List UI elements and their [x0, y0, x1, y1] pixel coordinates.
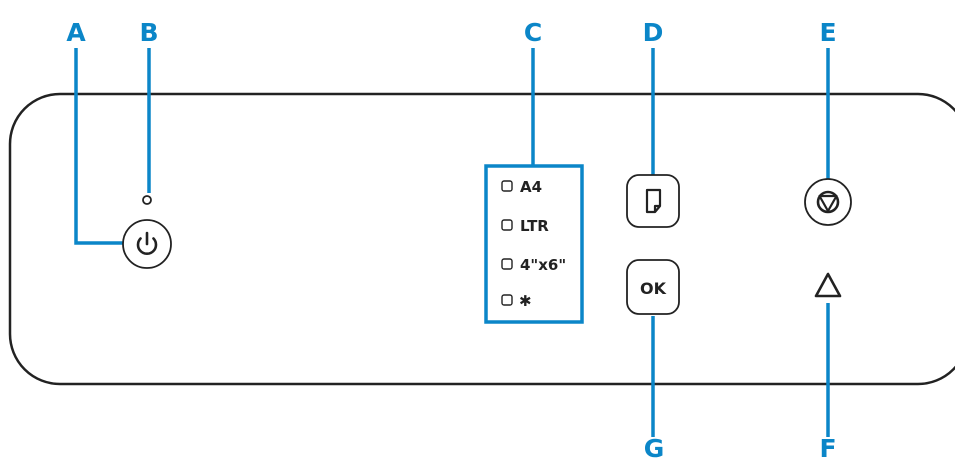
callout-d: D [642, 18, 664, 47]
paper-size-lamp-custom: ✱ [501, 292, 532, 310]
callout-lines [74, 48, 830, 437]
stop-icon [816, 190, 840, 214]
paper-size-lamp-a4: A4 [501, 178, 542, 196]
paper-select-button[interactable] [626, 174, 680, 228]
warning-triangle-icon [814, 272, 842, 298]
stop-button[interactable] [804, 178, 852, 226]
power-icon [136, 231, 158, 255]
callout-line-a [74, 48, 126, 245]
callout-c: C [523, 18, 543, 47]
paper-size-label-ltr: LTR [520, 217, 549, 235]
paper-size-lamp-ltr: LTR [501, 217, 549, 235]
alarm-lamp [814, 272, 842, 298]
operation-panel [8, 92, 955, 386]
power-lamp [142, 195, 152, 205]
callout-a: A [66, 18, 86, 47]
paper-size-lamp-4x6: 4"x6" [501, 256, 566, 274]
ok-button-label: OK [640, 279, 667, 298]
power-button[interactable] [122, 219, 172, 269]
ok-button[interactable]: OK [626, 259, 680, 315]
callout-f: F [819, 434, 837, 463]
callout-g: G [643, 434, 665, 463]
callout-e: E [819, 18, 837, 47]
paper-size-label-4x6: 4"x6" [520, 256, 566, 274]
paper-size-label-custom: ✱ [519, 292, 532, 310]
paper-icon [645, 188, 662, 214]
paper-size-label-a4: A4 [520, 178, 542, 196]
paper-size-indicator-group [484, 164, 584, 324]
callout-b: B [139, 18, 159, 47]
